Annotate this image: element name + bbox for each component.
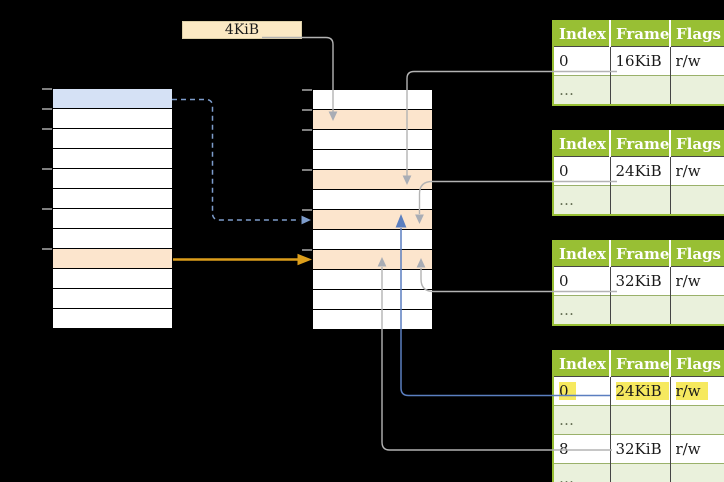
column-header-index: Index: [553, 131, 610, 157]
table-row-ellipsis: …: [553, 463, 724, 482]
cell-frame: 16KiB: [609, 46, 670, 76]
memory-row: [313, 250, 432, 270]
memory-row: [313, 270, 432, 290]
memory-row: [313, 230, 432, 250]
column-header-flags: Flags: [669, 21, 724, 47]
address-tick: [42, 88, 52, 90]
memory-row: [53, 309, 172, 329]
cell-frame: 32KiB: [609, 266, 670, 296]
cell-index: 0: [553, 156, 610, 186]
cell-index: 0: [553, 266, 610, 296]
arrow-virtual-page-dashed: [172, 98, 311, 225]
column-header-frame: Frame: [609, 21, 670, 47]
cell-frame: 32KiB: [609, 434, 670, 464]
highlight-mark: 24KiB: [615, 382, 669, 400]
memory-row: [53, 209, 172, 229]
column-header-index: Index: [553, 241, 610, 267]
address-tick: [302, 129, 312, 131]
page-table-4: Index Frame Flags 0 24KiB r/w … 8 32KiB …: [552, 350, 724, 482]
cell-flags: r/w: [669, 434, 724, 464]
table-row: 0 32KiB r/w: [553, 266, 724, 296]
address-tick: [42, 128, 52, 130]
address-tick: [302, 89, 312, 91]
cell-index: 8: [553, 434, 610, 464]
cell-ellipsis: …: [553, 185, 610, 215]
physical-memory-column: [302, 89, 432, 330]
memory-row: [313, 310, 432, 330]
table-header-row: Index Frame Flags: [553, 241, 724, 267]
page-size-label: 4KiB: [182, 21, 302, 39]
address-tick: [42, 168, 52, 170]
cell-index: 0: [553, 376, 610, 406]
cell-ellipsis: …: [553, 405, 610, 435]
cell-ellipsis: …: [553, 463, 610, 482]
table-row-highlighted: 0 24KiB r/w: [553, 376, 724, 406]
page-table-3: Index Frame Flags 0 32KiB r/w …: [552, 240, 724, 326]
memory-row: [313, 190, 432, 210]
memory-row: [53, 169, 172, 189]
column-header-index: Index: [553, 21, 610, 47]
memory-row: [53, 129, 172, 149]
memory-row: [313, 90, 432, 110]
column-header-flags: Flags: [669, 241, 724, 267]
memory-row: [53, 249, 172, 269]
table-row: 0 24KiB r/w: [553, 156, 724, 186]
memory-row: [313, 210, 432, 230]
arrow-virtual-to-physical-orange: [173, 253, 312, 266]
table-row: 8 32KiB r/w: [553, 434, 724, 464]
address-tick: [42, 208, 52, 210]
cell-frame: 24KiB: [609, 156, 670, 186]
table-header-row: Index Frame Flags: [553, 131, 724, 157]
memory-row: [53, 89, 172, 109]
memory-row: [313, 290, 432, 310]
memory-row: [313, 130, 432, 150]
memory-row: [53, 289, 172, 309]
cell-ellipsis: …: [553, 75, 610, 105]
column-header-flags: Flags: [669, 131, 724, 157]
memory-row: [53, 149, 172, 169]
virtual-memory-column: [42, 88, 172, 329]
column-header-frame: Frame: [609, 241, 670, 267]
memory-row: [313, 170, 432, 190]
address-tick: [302, 209, 312, 211]
table-header-row: Index Frame Flags: [553, 21, 724, 47]
memory-row: [53, 189, 172, 209]
memory-row: [313, 150, 432, 170]
memory-row: [53, 229, 172, 249]
table-row-ellipsis: …: [553, 185, 724, 215]
table-header-row: Index Frame Flags: [553, 351, 724, 377]
highlight-mark: 0: [559, 382, 576, 400]
cell-index: 0: [553, 46, 610, 76]
cell-flags: r/w: [669, 376, 724, 406]
address-tick: [302, 109, 312, 111]
memory-row: [53, 109, 172, 129]
column-header-frame: Frame: [609, 351, 670, 377]
column-header-flags: Flags: [669, 351, 724, 377]
address-tick: [302, 249, 312, 251]
highlight-mark: r/w: [675, 382, 708, 400]
cell-frame: 24KiB: [609, 376, 670, 406]
cell-flags: r/w: [669, 46, 724, 76]
table-row-ellipsis: …: [553, 75, 724, 105]
column-header-frame: Frame: [609, 131, 670, 157]
memory-row: [313, 110, 432, 130]
cell-flags: r/w: [669, 156, 724, 186]
address-tick: [42, 248, 52, 250]
memory-row: [53, 269, 172, 289]
table-row-ellipsis: …: [553, 405, 724, 435]
page-table-2: Index Frame Flags 0 24KiB r/w …: [552, 130, 724, 216]
address-tick: [42, 108, 52, 110]
address-tick: [302, 169, 312, 171]
cell-ellipsis: …: [553, 295, 610, 325]
table-row: 0 16KiB r/w: [553, 46, 724, 76]
table-row-ellipsis: …: [553, 295, 724, 325]
page-table-1: Index Frame Flags 0 16KiB r/w …: [552, 20, 724, 106]
cell-flags: r/w: [669, 266, 724, 296]
column-header-index: Index: [553, 351, 610, 377]
